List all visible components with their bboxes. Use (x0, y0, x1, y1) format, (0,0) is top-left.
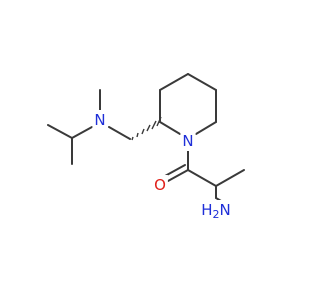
bond-co-2 (164, 164, 186, 177)
bond-ring-n-c2 (159, 121, 181, 135)
label-background (199, 200, 233, 222)
bond-ipr-me1-ch (47, 124, 73, 139)
bond-ring-c3-c4 (159, 73, 189, 91)
bond-carbonyl-alpha (187, 169, 217, 187)
amino-group-label: H2N (201, 201, 231, 221)
label-background (152, 175, 168, 195)
atom-label-layer: N N O H2N (92, 110, 233, 222)
label-background (92, 110, 108, 130)
bond-co-1 (167, 169, 189, 182)
bond-ipr-ch-n (71, 126, 93, 139)
bond-alpha-methyl (215, 169, 245, 187)
amine-nitrogen-label: N (94, 111, 105, 129)
bond-ring-c4-c5 (187, 73, 217, 91)
bond-ring-c6-n (195, 121, 217, 135)
carbonyl-oxygen-label: O (154, 176, 166, 194)
bond-layer (47, 73, 245, 206)
label-background (180, 131, 196, 151)
ring-nitrogen-label: N (182, 132, 193, 150)
hashed-wedge-bond (131, 116, 162, 141)
molecule-diagram: N N O H2N (47, 73, 245, 222)
bond-n-ch2 (108, 126, 131, 140)
